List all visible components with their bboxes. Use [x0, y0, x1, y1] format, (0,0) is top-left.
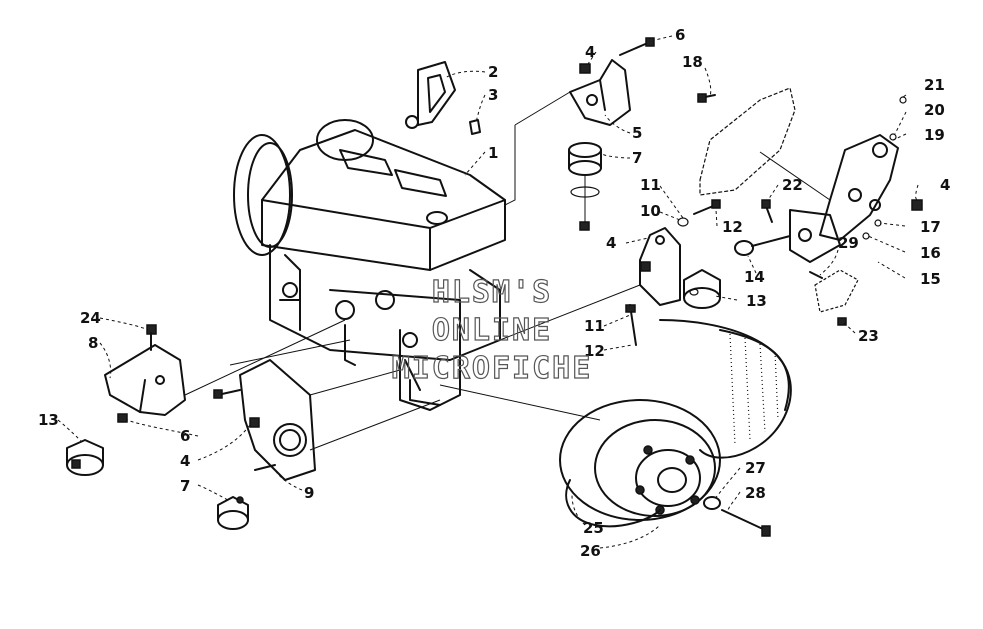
watermark-line-2: ONLINE: [432, 313, 552, 348]
watermark-line-3: MICROFICHE: [392, 351, 593, 386]
callout-4-left: 4: [180, 452, 190, 470]
callout-15: 15: [920, 270, 941, 288]
center-mount-bracket: [625, 199, 721, 346]
callout-29: 29: [838, 234, 859, 252]
hex-nut: [579, 63, 591, 74]
callout-28: 28: [745, 484, 766, 502]
watermark: HLSM'S ONLINE MICROFICHE: [391, 274, 593, 386]
callout-13-left: 13: [38, 411, 59, 429]
callout-25: 25: [583, 519, 604, 537]
pivot-hardware: [734, 199, 882, 326]
right-support-bracket: [789, 96, 923, 263]
callout-8: 8: [88, 334, 98, 352]
callout-7-top: 7: [632, 149, 642, 167]
clip-part: [469, 119, 481, 135]
callout-6-top: 6: [675, 26, 685, 44]
callout-4-center: 4: [606, 234, 616, 252]
callout-12-top: 12: [722, 218, 743, 236]
clutch-sheave: [559, 399, 721, 521]
callout-9: 9: [304, 484, 314, 502]
left-mount-bracket: [104, 324, 186, 423]
callout-4-top: 4: [585, 43, 595, 61]
rubber-mount-lower: [217, 496, 249, 530]
rubber-mount-left: [66, 439, 104, 476]
callout-6-left: 6: [180, 427, 190, 445]
callout-26: 26: [580, 542, 601, 560]
callout-23: 23: [858, 327, 879, 345]
callout-11-lower: 11: [584, 317, 605, 335]
rubber-mount-center: [683, 269, 721, 309]
callout-17: 17: [920, 218, 941, 236]
callout-20: 20: [924, 101, 945, 119]
callout-3: 3: [488, 86, 498, 104]
callout-labels: 2 3 1 4 6 5 7 18 21 20 19 4 17 16 15 22 …: [38, 26, 950, 560]
callout-22: 22: [782, 176, 803, 194]
assembly-centerlines: [184, 91, 831, 451]
engine-flywheel-housing: [233, 134, 291, 256]
drive-clutch-and-belt: [559, 319, 792, 537]
callout-4-right: 4: [940, 176, 950, 194]
callout-11-top: 11: [640, 176, 661, 194]
callout-14: 14: [744, 268, 765, 286]
callout-19: 19: [924, 126, 945, 144]
callout-7-left: 7: [180, 477, 190, 495]
callout-18: 18: [682, 53, 703, 71]
callout-10: 10: [640, 202, 661, 220]
callout-2: 2: [488, 63, 498, 81]
callout-12-lower: 12: [584, 342, 605, 360]
front-mount-bracket: [213, 359, 316, 481]
callout-leaders: [57, 35, 919, 549]
callout-16: 16: [920, 244, 941, 262]
engine-assembly: [233, 119, 506, 411]
callout-1: 1: [488, 144, 498, 162]
callout-21: 21: [924, 76, 945, 94]
starter-handle: [405, 61, 456, 129]
callout-27: 27: [745, 459, 766, 477]
rubber-mount-upper: [568, 142, 602, 231]
callout-13-center: 13: [746, 292, 767, 310]
upper-mount-bracket: [569, 37, 655, 126]
callout-24: 24: [80, 309, 101, 327]
watermark-line-1: HLSM'S: [432, 275, 552, 310]
belt-guard: [697, 87, 796, 196]
callout-5: 5: [632, 124, 642, 142]
